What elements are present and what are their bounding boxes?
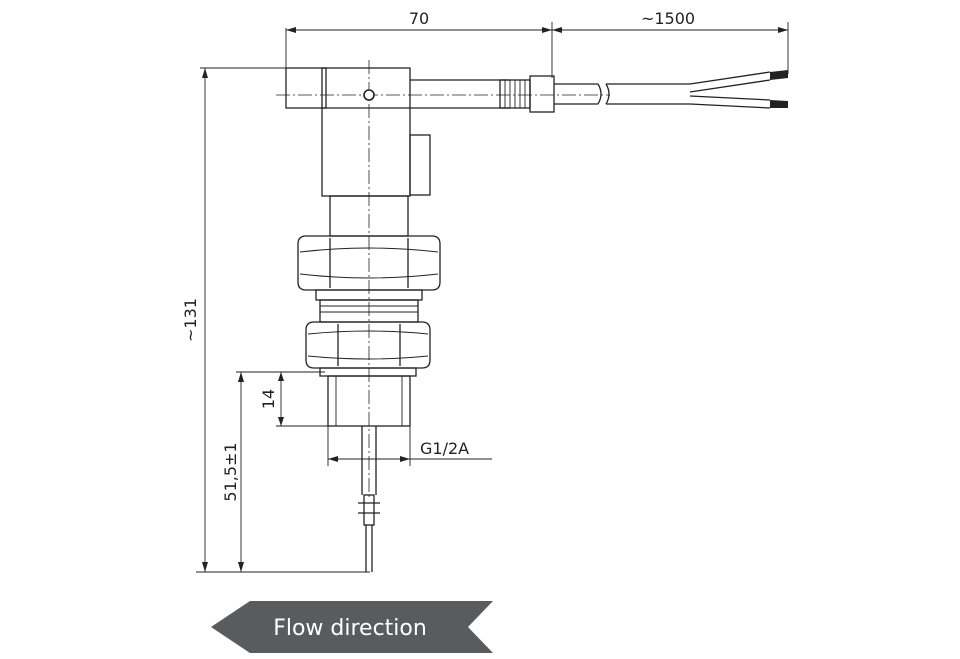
flow-direction-label: Flow direction [273, 616, 427, 641]
upper-hex-nut [297, 235, 441, 323]
dim-label-g12a: G1/2A [420, 439, 469, 458]
switch-housing [285, 67, 431, 197]
lower-hex-nut [305, 321, 431, 369]
g12-thread [319, 367, 417, 427]
dim-label-14: 14 [259, 389, 278, 409]
dimension-thread-length: 14 [259, 372, 328, 427]
dim-label-131: ~131 [181, 298, 200, 342]
dimension-total-height: ~131 [181, 67, 370, 573]
dim-label-51-5: 51,5±1 [221, 442, 240, 501]
dim-label-70: 70 [409, 9, 429, 28]
dim-label-cable: ~1500 [641, 9, 695, 28]
dimension-thread-size: G1/2A [327, 426, 492, 466]
flow-direction-arrow: Flow direction [211, 601, 493, 653]
dimension-paddle-depth: 51,5±1 [221, 371, 325, 572]
paddle-stem [358, 426, 380, 572]
cable-assembly [410, 70, 788, 113]
flow-arrow-shape [211, 601, 493, 653]
dimension-cable-length: ~1500 [552, 9, 789, 74]
